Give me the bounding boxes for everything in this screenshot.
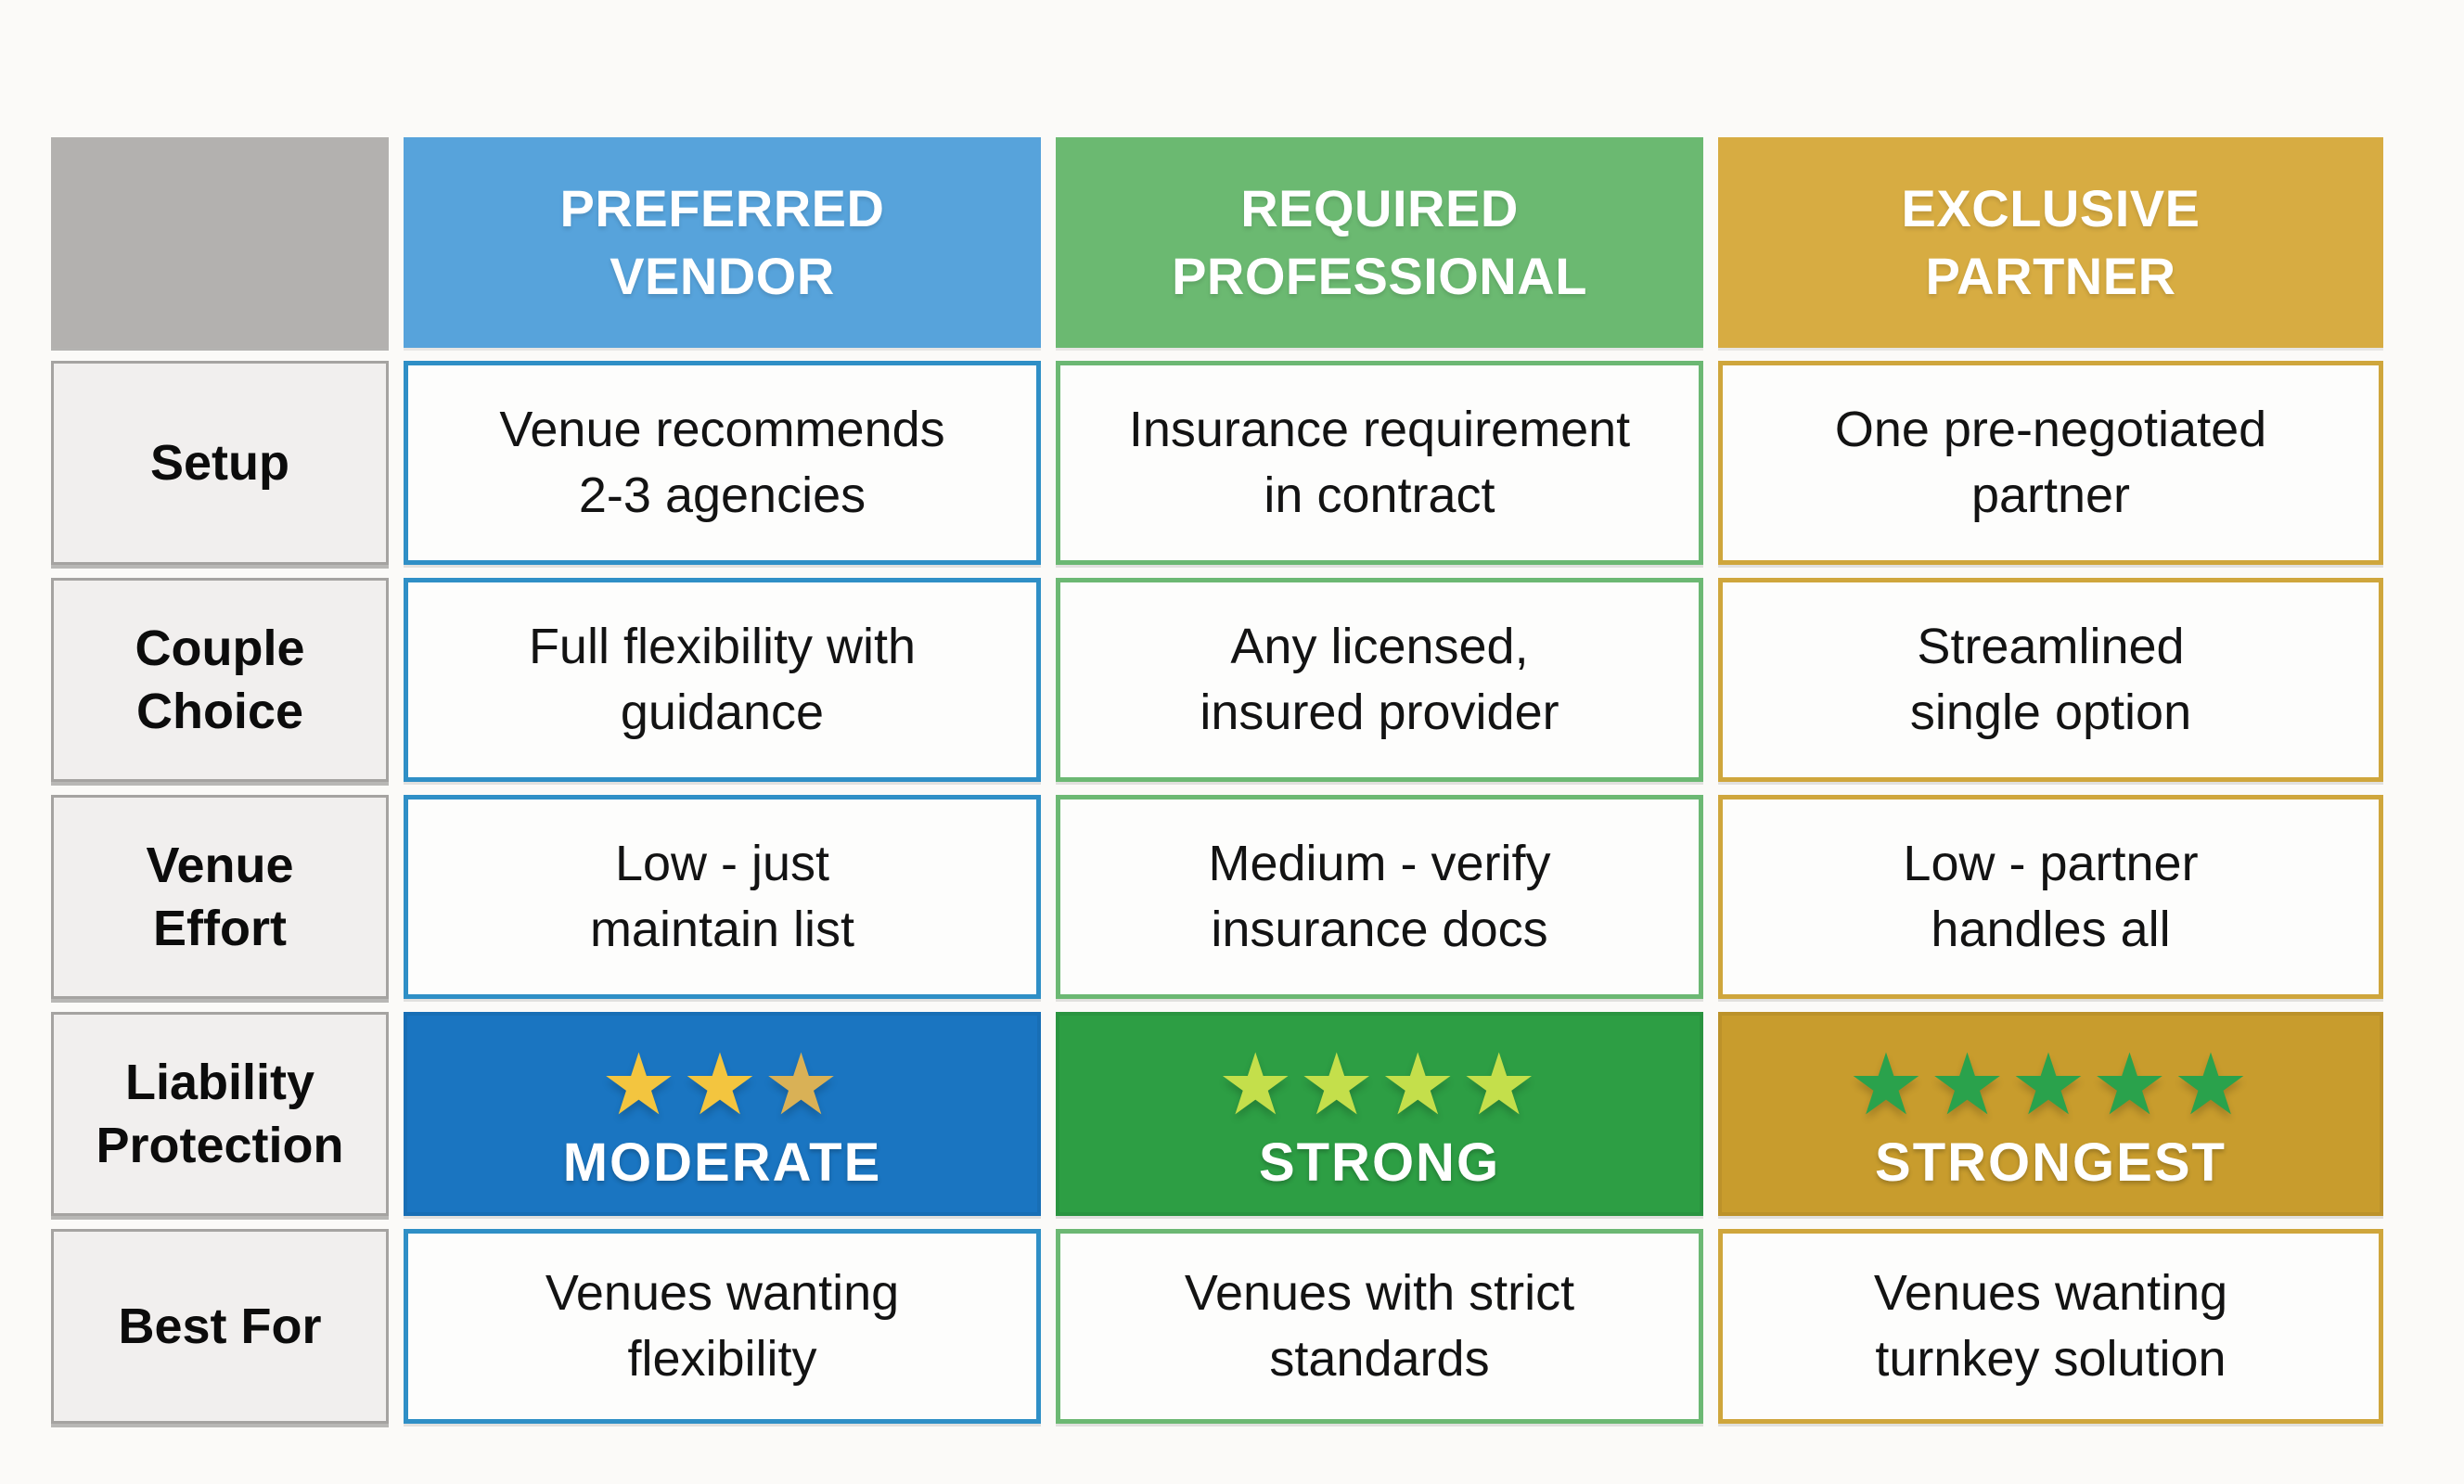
star-icon: ★ — [1217, 1037, 1299, 1132]
star-icon: ★ — [1847, 1037, 1930, 1132]
rating-label-moderate: MODERATE — [562, 1132, 882, 1194]
cell-couple-choice-exclusive-partner: Streamlined single option — [1718, 578, 2383, 782]
star-icon: ★ — [681, 1037, 764, 1132]
star-rating: ★★★★ — [1217, 1037, 1542, 1132]
star-icon: ★ — [2091, 1037, 2173, 1132]
star-rating: ★★★★★ — [1847, 1037, 2254, 1132]
star-icon: ★ — [600, 1037, 682, 1132]
corner-cell — [51, 137, 389, 348]
rating-cell-strong: ★★★★ STRONG — [1056, 1012, 1703, 1216]
cell-setup-required-professional: Insurance requirement in contract — [1056, 361, 1703, 565]
cell-best-for-preferred-vendor: Venues wanting flexibility — [404, 1229, 1041, 1424]
star-icon: ★ — [1298, 1037, 1380, 1132]
star-icon: ★ — [1460, 1037, 1542, 1132]
star-icon: ★ — [1929, 1037, 2010, 1132]
row-label-venue-effort: Venue Effort — [51, 795, 389, 999]
row-label-liability-protection: Liability Protection — [51, 1012, 389, 1216]
star-rating: ★★★ — [600, 1037, 844, 1132]
rating-label-strong: STRONG — [1258, 1132, 1501, 1194]
cell-venue-effort-preferred-vendor: Low - just maintain list — [404, 795, 1041, 999]
row-label-best-for: Best For — [51, 1229, 389, 1424]
star-icon: ★ — [2172, 1037, 2254, 1132]
column-header-preferred-vendor: PREFERRED VENDOR — [404, 137, 1041, 348]
cell-couple-choice-required-professional: Any licensed, insured provider — [1056, 578, 1703, 782]
cell-venue-effort-required-professional: Medium - verify insurance docs — [1056, 795, 1703, 999]
cell-couple-choice-preferred-vendor: Full flexibility with guidance — [404, 578, 1041, 782]
column-header-exclusive-partner: EXCLUSIVE PARTNER — [1718, 137, 2383, 348]
cell-setup-exclusive-partner: One pre-negotiated partner — [1718, 361, 2383, 565]
comparison-table: PREFERRED VENDOR REQUIRED PROFESSIONAL E… — [51, 137, 2383, 1424]
star-icon: ★ — [2009, 1037, 2092, 1132]
cell-best-for-required-professional: Venues with strict standards — [1056, 1229, 1703, 1424]
cell-setup-preferred-vendor: Venue recommends 2-3 agencies — [404, 361, 1041, 565]
star-icon: ★ — [763, 1037, 844, 1132]
cell-venue-effort-exclusive-partner: Low - partner handles all — [1718, 795, 2383, 999]
cell-best-for-exclusive-partner: Venues wanting turnkey solution — [1718, 1229, 2383, 1424]
column-header-required-professional: REQUIRED PROFESSIONAL — [1056, 137, 1703, 348]
rating-cell-moderate: ★★★ MODERATE — [404, 1012, 1041, 1216]
rating-label-strongest: STRONGEST — [1875, 1132, 2227, 1194]
star-icon: ★ — [1380, 1037, 1461, 1132]
row-label-setup: Setup — [51, 361, 389, 565]
row-label-couple-choice: Couple Choice — [51, 578, 389, 782]
rating-cell-strongest: ★★★★★ STRONGEST — [1718, 1012, 2383, 1216]
